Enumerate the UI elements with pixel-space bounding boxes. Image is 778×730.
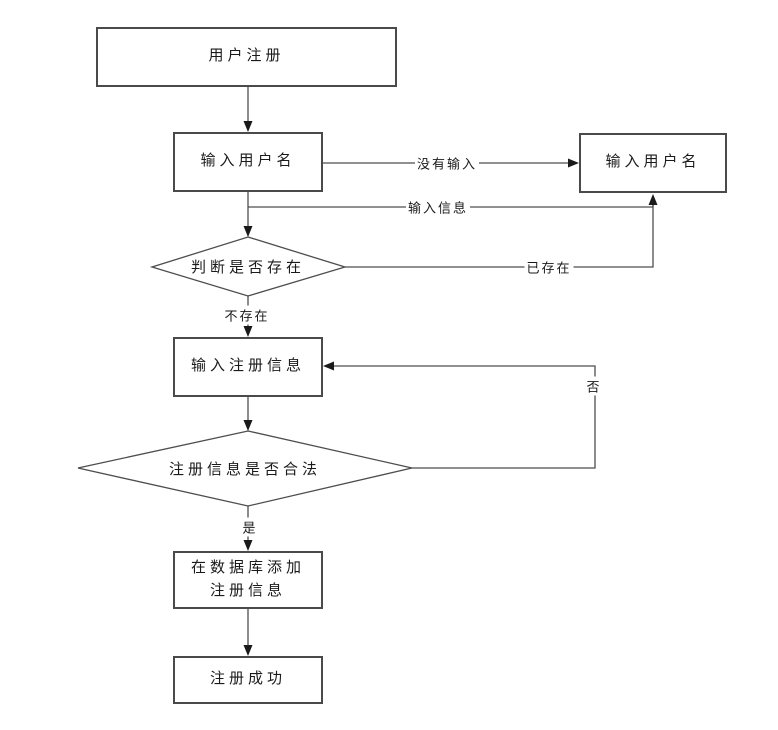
node-user-register-label: 用户注册 <box>208 48 285 65</box>
edge-label-no: 否 <box>584 376 604 396</box>
node-register-success-label: 注册成功 <box>209 671 286 688</box>
node-user-register: 用户注册 <box>96 27 397 87</box>
node-check-valid-label: 注册信息是否合法 <box>168 462 321 478</box>
arrowhead-down-check-valid <box>243 420 253 431</box>
decision-check-exists-shape <box>149 236 348 297</box>
node-input-username-redo: 输入用户名 <box>579 133 727 193</box>
edge-no-loop <box>334 365 596 469</box>
edge-label-already-exists: 已存在 <box>524 257 574 277</box>
edge-label-not-exists: 不存在 <box>222 305 272 325</box>
arrowhead-up-redo <box>648 194 658 205</box>
edge-label-no-input: 没有输入 <box>414 153 480 173</box>
arrowhead-down-success <box>243 645 253 656</box>
arrowhead-down-input <box>243 121 253 132</box>
node-add-db-line2: 注册信息 <box>209 583 286 599</box>
edge-label-input-info: 输入信息 <box>405 197 471 217</box>
node-check-exists-label: 判断是否存在 <box>190 260 305 276</box>
arrowhead-down-adddb <box>243 540 253 551</box>
node-add-db-line1: 在数据库添加 <box>190 559 305 576</box>
arrowhead-left-reginfo <box>323 361 334 371</box>
arrowhead-down-check-exists <box>243 226 253 237</box>
arrowhead-down-reginfo <box>243 326 253 337</box>
node-input-username-redo-label: 输入用户名 <box>605 154 701 171</box>
node-input-username-label: 输入用户名 <box>200 153 296 170</box>
node-input-registration-info-label: 输入注册信息 <box>190 358 305 375</box>
node-register-success: 注册成功 <box>173 656 323 704</box>
arrowhead-right-redo <box>568 158 579 168</box>
node-input-registration-info: 输入注册信息 <box>173 337 323 397</box>
node-add-db: 在数据库添加 注册信息 <box>173 551 323 609</box>
decision-check-valid-shape <box>77 430 413 507</box>
edge-already-exists <box>345 204 654 268</box>
edge-label-yes: 是 <box>240 517 260 537</box>
node-input-username: 输入用户名 <box>173 132 323 192</box>
node-add-db-label: 在数据库添加 注册信息 <box>191 557 305 604</box>
